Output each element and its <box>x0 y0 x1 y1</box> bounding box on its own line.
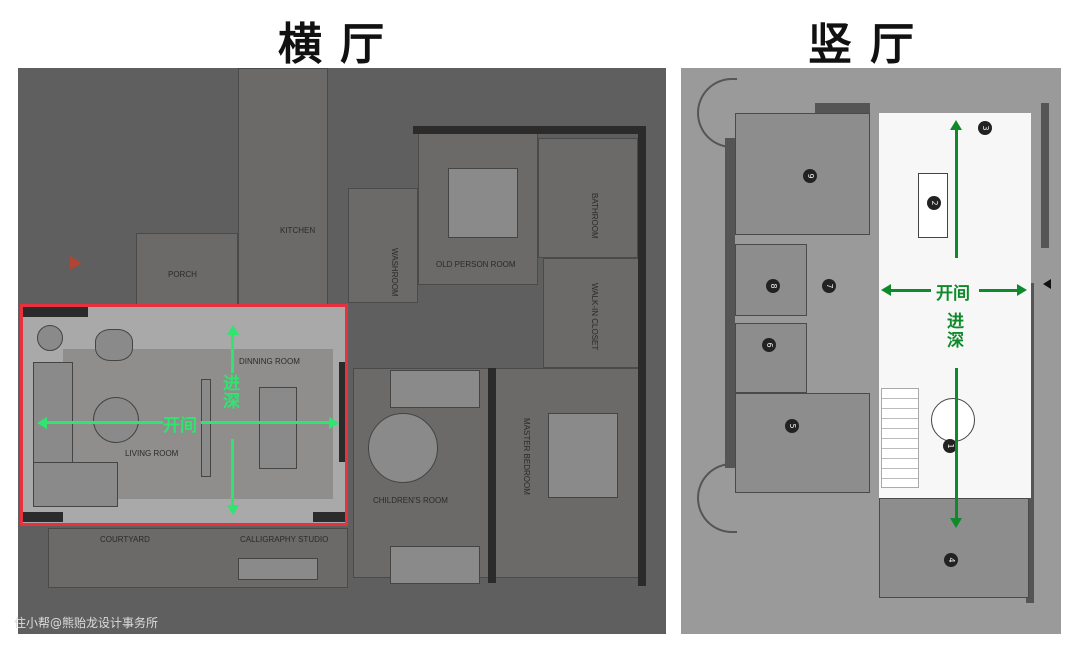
label-living-room: LIVING ROOM <box>125 449 179 458</box>
title-horizontal-hall: 横厅 <box>278 19 402 70</box>
label-washroom: WASHROOM <box>390 248 399 297</box>
kitchen <box>238 68 328 308</box>
depth-label: 进深 <box>223 374 240 412</box>
coffee-table <box>931 398 975 442</box>
label-calligraphy-studio: CALLIGRAPHY STUDIO <box>240 535 329 544</box>
width-label: 开间 <box>163 416 197 436</box>
label-master-bedroom: MASTER BEDROOM <box>522 418 531 495</box>
room-number-9: 9 <box>803 169 817 183</box>
room-number-6: 6 <box>762 338 776 352</box>
label-walk-in-closet: WALK-IN CLOSET <box>590 283 599 351</box>
bathroom <box>538 138 638 258</box>
arrow-right-icon <box>329 417 339 429</box>
balcony-4 <box>879 498 1029 598</box>
room-number-8: 8 <box>766 279 780 293</box>
arrow-left-icon <box>881 284 891 296</box>
bed <box>448 168 518 238</box>
label-bathroom: BATHROOM <box>590 193 599 239</box>
title-vertical-hall: 竖厅 <box>808 19 932 70</box>
arrow-left-icon <box>37 417 47 429</box>
porch <box>136 233 238 305</box>
room-number-5: 5 <box>785 419 799 433</box>
label-childrens-room: CHILDREN'S ROOM <box>373 496 448 505</box>
label-kitchen: KITCHEN <box>280 226 316 235</box>
room-5 <box>735 393 870 493</box>
dining-table <box>259 387 297 469</box>
room-number-3: 3 <box>978 121 992 135</box>
label-porch: PORCH <box>168 270 197 279</box>
label-courtyard: COURTYARD <box>100 535 150 544</box>
washroom <box>348 188 418 303</box>
bed <box>548 413 618 498</box>
coffee-table <box>93 397 139 443</box>
label-dining-room: DINNING ROOM <box>239 357 300 366</box>
entrance-arrow-icon <box>1043 279 1051 289</box>
room-6 <box>735 323 807 393</box>
horizontal-hall-floor-plan: KITCHEN PORCH WASHROOM OLD PERSON ROOM B… <box>14 68 666 634</box>
armchair <box>95 329 133 361</box>
living-dining-highlight: DINNING ROOM LIVING ROOM 开间 进深 <box>20 304 348 526</box>
arrow-up-icon <box>227 325 239 335</box>
room-number-2: 2 <box>927 196 941 210</box>
room-9 <box>735 113 870 235</box>
vertical-hall-floor-plan: 1 2 3 4 5 6 7 8 9 开间 进深 <box>681 68 1061 634</box>
arrow-down-icon <box>227 505 239 515</box>
width-label: 开间 <box>936 284 970 304</box>
label-old-person-room: OLD PERSON ROOM <box>436 260 516 269</box>
walk-in-closet <box>543 258 643 368</box>
watermark: 住小帮@熊贻龙设计事务所 <box>14 616 159 630</box>
tv-console <box>201 379 211 477</box>
staircase <box>881 388 919 488</box>
room-number-4: 4 <box>944 553 958 567</box>
lamp <box>37 325 63 351</box>
arrow-up-icon <box>950 120 962 130</box>
room-number-7: 7 <box>822 279 836 293</box>
depth-label: 进深 <box>947 312 964 351</box>
entrance-arrow-icon <box>70 256 82 270</box>
arrow-down-icon <box>950 518 962 528</box>
arrow-right-icon <box>1017 284 1027 296</box>
